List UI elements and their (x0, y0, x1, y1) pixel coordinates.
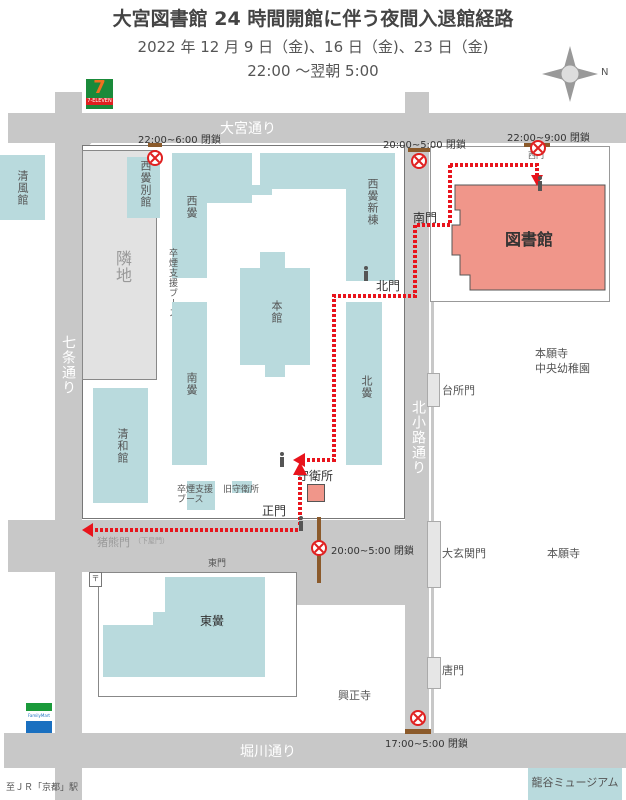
inokuma-gate-sub-label: （下屋門） (134, 537, 169, 545)
route-arrow (293, 453, 305, 467)
route-segment (450, 163, 539, 175)
horikawa-road (4, 733, 626, 768)
compass-icon (542, 46, 598, 102)
honganji-label: 本願寺 (547, 547, 580, 560)
station-direction: 至ＪＲ「京都」駅 (6, 783, 79, 793)
road-edge (431, 300, 434, 740)
route-segment (305, 165, 452, 462)
kitakoji-road (405, 92, 429, 742)
road-label-horikawa: 堀川通り (240, 744, 296, 760)
honganji-school-label: 本願寺 中央幼稚園 (535, 347, 590, 375)
south-gate-label: 南門 (413, 211, 438, 225)
nishi-hall-wing (172, 153, 207, 278)
neighbor-label: 隣地 (113, 250, 132, 284)
nishi-annex-label: 西黌別館 (139, 160, 152, 208)
kara-gate (427, 657, 441, 689)
seiwa-label: 清和館 (116, 428, 129, 464)
no-entry-icon (147, 150, 163, 166)
higashi-hall-mid (153, 612, 265, 627)
compass-north-label: N (601, 67, 609, 78)
closure-label: 22:00~6:00 閉鎖 (138, 135, 221, 146)
daigen-gate (427, 521, 441, 588)
road-diagonal (55, 113, 120, 193)
post-office-icon: 〒 (89, 572, 102, 587)
no-entry-icon (311, 540, 327, 556)
old-guard-label: 旧守衛所 (223, 485, 260, 495)
shichijo-road (55, 92, 82, 800)
library-label: 図書館 (505, 230, 554, 249)
daigen-label: 大玄関門 (442, 547, 486, 560)
higashi-label: 東黌 (200, 614, 225, 628)
gate-bar (405, 729, 431, 734)
dates: 2022 年 12 月 9 日（金)、16 日（金)、23 日（金) (137, 38, 489, 56)
inokuma-gate-label: 猪熊門 (97, 536, 130, 549)
inner-road (295, 520, 405, 605)
smoking-booth-2-label: 卒煙支援ブース (177, 485, 214, 505)
honkan-label: 本館 (270, 300, 283, 324)
museum-label: 龍谷ミュージアム (528, 768, 622, 800)
higashi-hall (103, 625, 265, 677)
person-icon (280, 176, 542, 531)
library-building (451, 184, 606, 291)
seifu-hall (0, 155, 45, 220)
north-gate-label: 北門 (376, 279, 401, 293)
no-entry-icon (411, 153, 427, 169)
seiwa-hall (93, 388, 148, 503)
familymart-text: FamilyMart (28, 713, 50, 718)
route-arrow (293, 462, 307, 475)
hours: 22:00 ～翌朝 5:00 (247, 62, 379, 80)
old-guard (232, 481, 252, 493)
gate-bar (148, 143, 162, 147)
road-label-kitakoji: 北小路通り (410, 400, 426, 475)
nishi-new-wing (346, 153, 395, 281)
smoking-booth-2 (187, 481, 215, 510)
road-label-shichijo: 七条通り (60, 335, 76, 395)
seven-eleven-text: 7-ELEVEN (86, 98, 113, 105)
daidokoro-label: 台所門 (442, 384, 475, 397)
seven-eleven-logo: 7 7-ELEVEN (85, 78, 114, 110)
minami-hall (172, 302, 207, 465)
east-gate-label: 東門 (208, 559, 227, 569)
main-gate-label: 正門 (262, 504, 287, 518)
nishi-label: 西黌 (185, 195, 198, 219)
closure-label: 20:00~5:00 閉鎖 (331, 546, 414, 557)
kita-label: 北黌 (360, 375, 373, 399)
guard-house (307, 484, 325, 502)
koshoji-label: 興正寺 (338, 689, 371, 702)
nishi-new-label: 西黌新棟 (366, 178, 379, 226)
kara-label: 唐門 (442, 664, 464, 677)
honkan-bottom (265, 362, 285, 377)
no-entry-icon (530, 140, 546, 156)
closure-label: 17:00~5:00 閉鎖 (385, 739, 468, 750)
smoking-booth-label: 卒煙支援ブース (167, 248, 177, 318)
honkan (240, 268, 310, 365)
seifu-label: 清風館 (16, 170, 29, 206)
nishi-link (252, 185, 272, 195)
gate-bar (408, 148, 430, 152)
closure-label: 20:00~5:00 閉鎖 (383, 140, 466, 151)
familymart-logo: FamilyMart (26, 703, 52, 733)
nishi-annex (127, 157, 160, 218)
closure-label: 22:00~9:00 閉鎖 (507, 133, 590, 144)
daidokoro-gate (427, 373, 440, 407)
minami-label: 南黌 (185, 372, 198, 396)
map-title: 大宮図書館 24 時間開館に伴う夜間入退館経路 (112, 8, 514, 30)
higashi-hall-top (165, 577, 265, 617)
honkan-top (260, 252, 285, 272)
road-label-omiya: 大宮通り (220, 121, 276, 137)
no-entry-icon (410, 710, 426, 726)
route-arrow (82, 523, 93, 537)
kita-hall (346, 302, 382, 465)
guard-label: 守衛所 (297, 469, 334, 483)
seven-eleven-seven: 7 (93, 78, 106, 98)
